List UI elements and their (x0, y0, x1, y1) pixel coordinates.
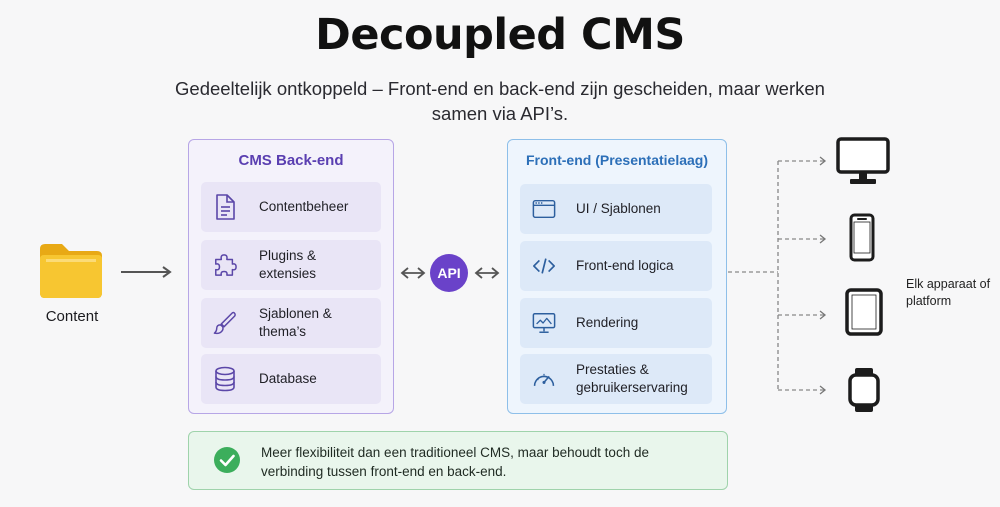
frontend-item-label: Rendering (576, 315, 639, 330)
puzzle-icon (215, 254, 237, 276)
summary-note: Meer flexibiliteit dan een traditioneel … (188, 431, 728, 490)
frontend-item-logica: Front-end logica (520, 241, 712, 291)
document-icon (216, 194, 235, 220)
backend-item-database: Database (201, 354, 381, 404)
backend-item-label: Contentbeheer (259, 199, 349, 214)
diagram-title: Decoupled CMS (315, 10, 685, 60)
frontend-item-label: Front-end logica (576, 258, 674, 273)
smartwatch-icon (848, 368, 880, 412)
code-icon (533, 258, 555, 274)
backend-item-label: Sjablonen & thema’s (259, 306, 332, 339)
content-label: Content (45, 308, 99, 325)
smartphone-icon (849, 213, 875, 262)
cms-backend-panel: CMS Back-end Contentbeheer Plugins & ext… (188, 139, 394, 414)
content-to-backend-arrow (121, 266, 172, 278)
frontend-panel: Front-end (Presentatielaag) UI / Sjablon… (507, 139, 727, 414)
backend-item-sjablonen: Sjablonen & thema’s (201, 298, 381, 348)
frontend-item-label: UI / Sjablonen (576, 201, 661, 216)
note-text: Meer flexibiliteit dan een traditioneel … (261, 445, 649, 479)
device-distribution-lines (728, 156, 827, 395)
frontend-item-rendering: Rendering (520, 298, 712, 348)
backend-item-label: Plugins & extensies (259, 248, 317, 281)
desktop-icon (836, 137, 890, 184)
backend-item-label: Database (259, 371, 317, 386)
browser-window-icon (532, 199, 556, 219)
monitor-icon (532, 313, 556, 333)
api-badge: API (430, 254, 468, 292)
database-icon (215, 366, 235, 392)
check-circle-icon (214, 447, 240, 473)
tablet-icon (845, 288, 883, 336)
backend-api-double-arrow (400, 267, 426, 279)
frontend-item-label: Prestaties & gebruikerservaring (576, 362, 688, 395)
backend-title: CMS Back-end (238, 152, 344, 169)
brush-icon (213, 311, 236, 335)
frontend-item-prestaties: Prestaties & gebruikerservaring (520, 354, 712, 404)
devices-label: Elk apparaat of platform (906, 277, 991, 308)
backend-item-plugins: Plugins & extensies (201, 240, 381, 290)
frontend-title: Front-end (Presentatielaag) (525, 152, 709, 168)
api-frontend-double-arrow (474, 267, 500, 279)
folder-icon (40, 244, 102, 298)
speedometer-icon (533, 373, 555, 386)
frontend-item-ui: UI / Sjablonen (520, 184, 712, 234)
diagram-subtitle: Gedeeltelijk ontkoppeld – Front-end en b… (175, 78, 825, 124)
backend-item-contentbeheer: Contentbeheer (201, 182, 381, 232)
